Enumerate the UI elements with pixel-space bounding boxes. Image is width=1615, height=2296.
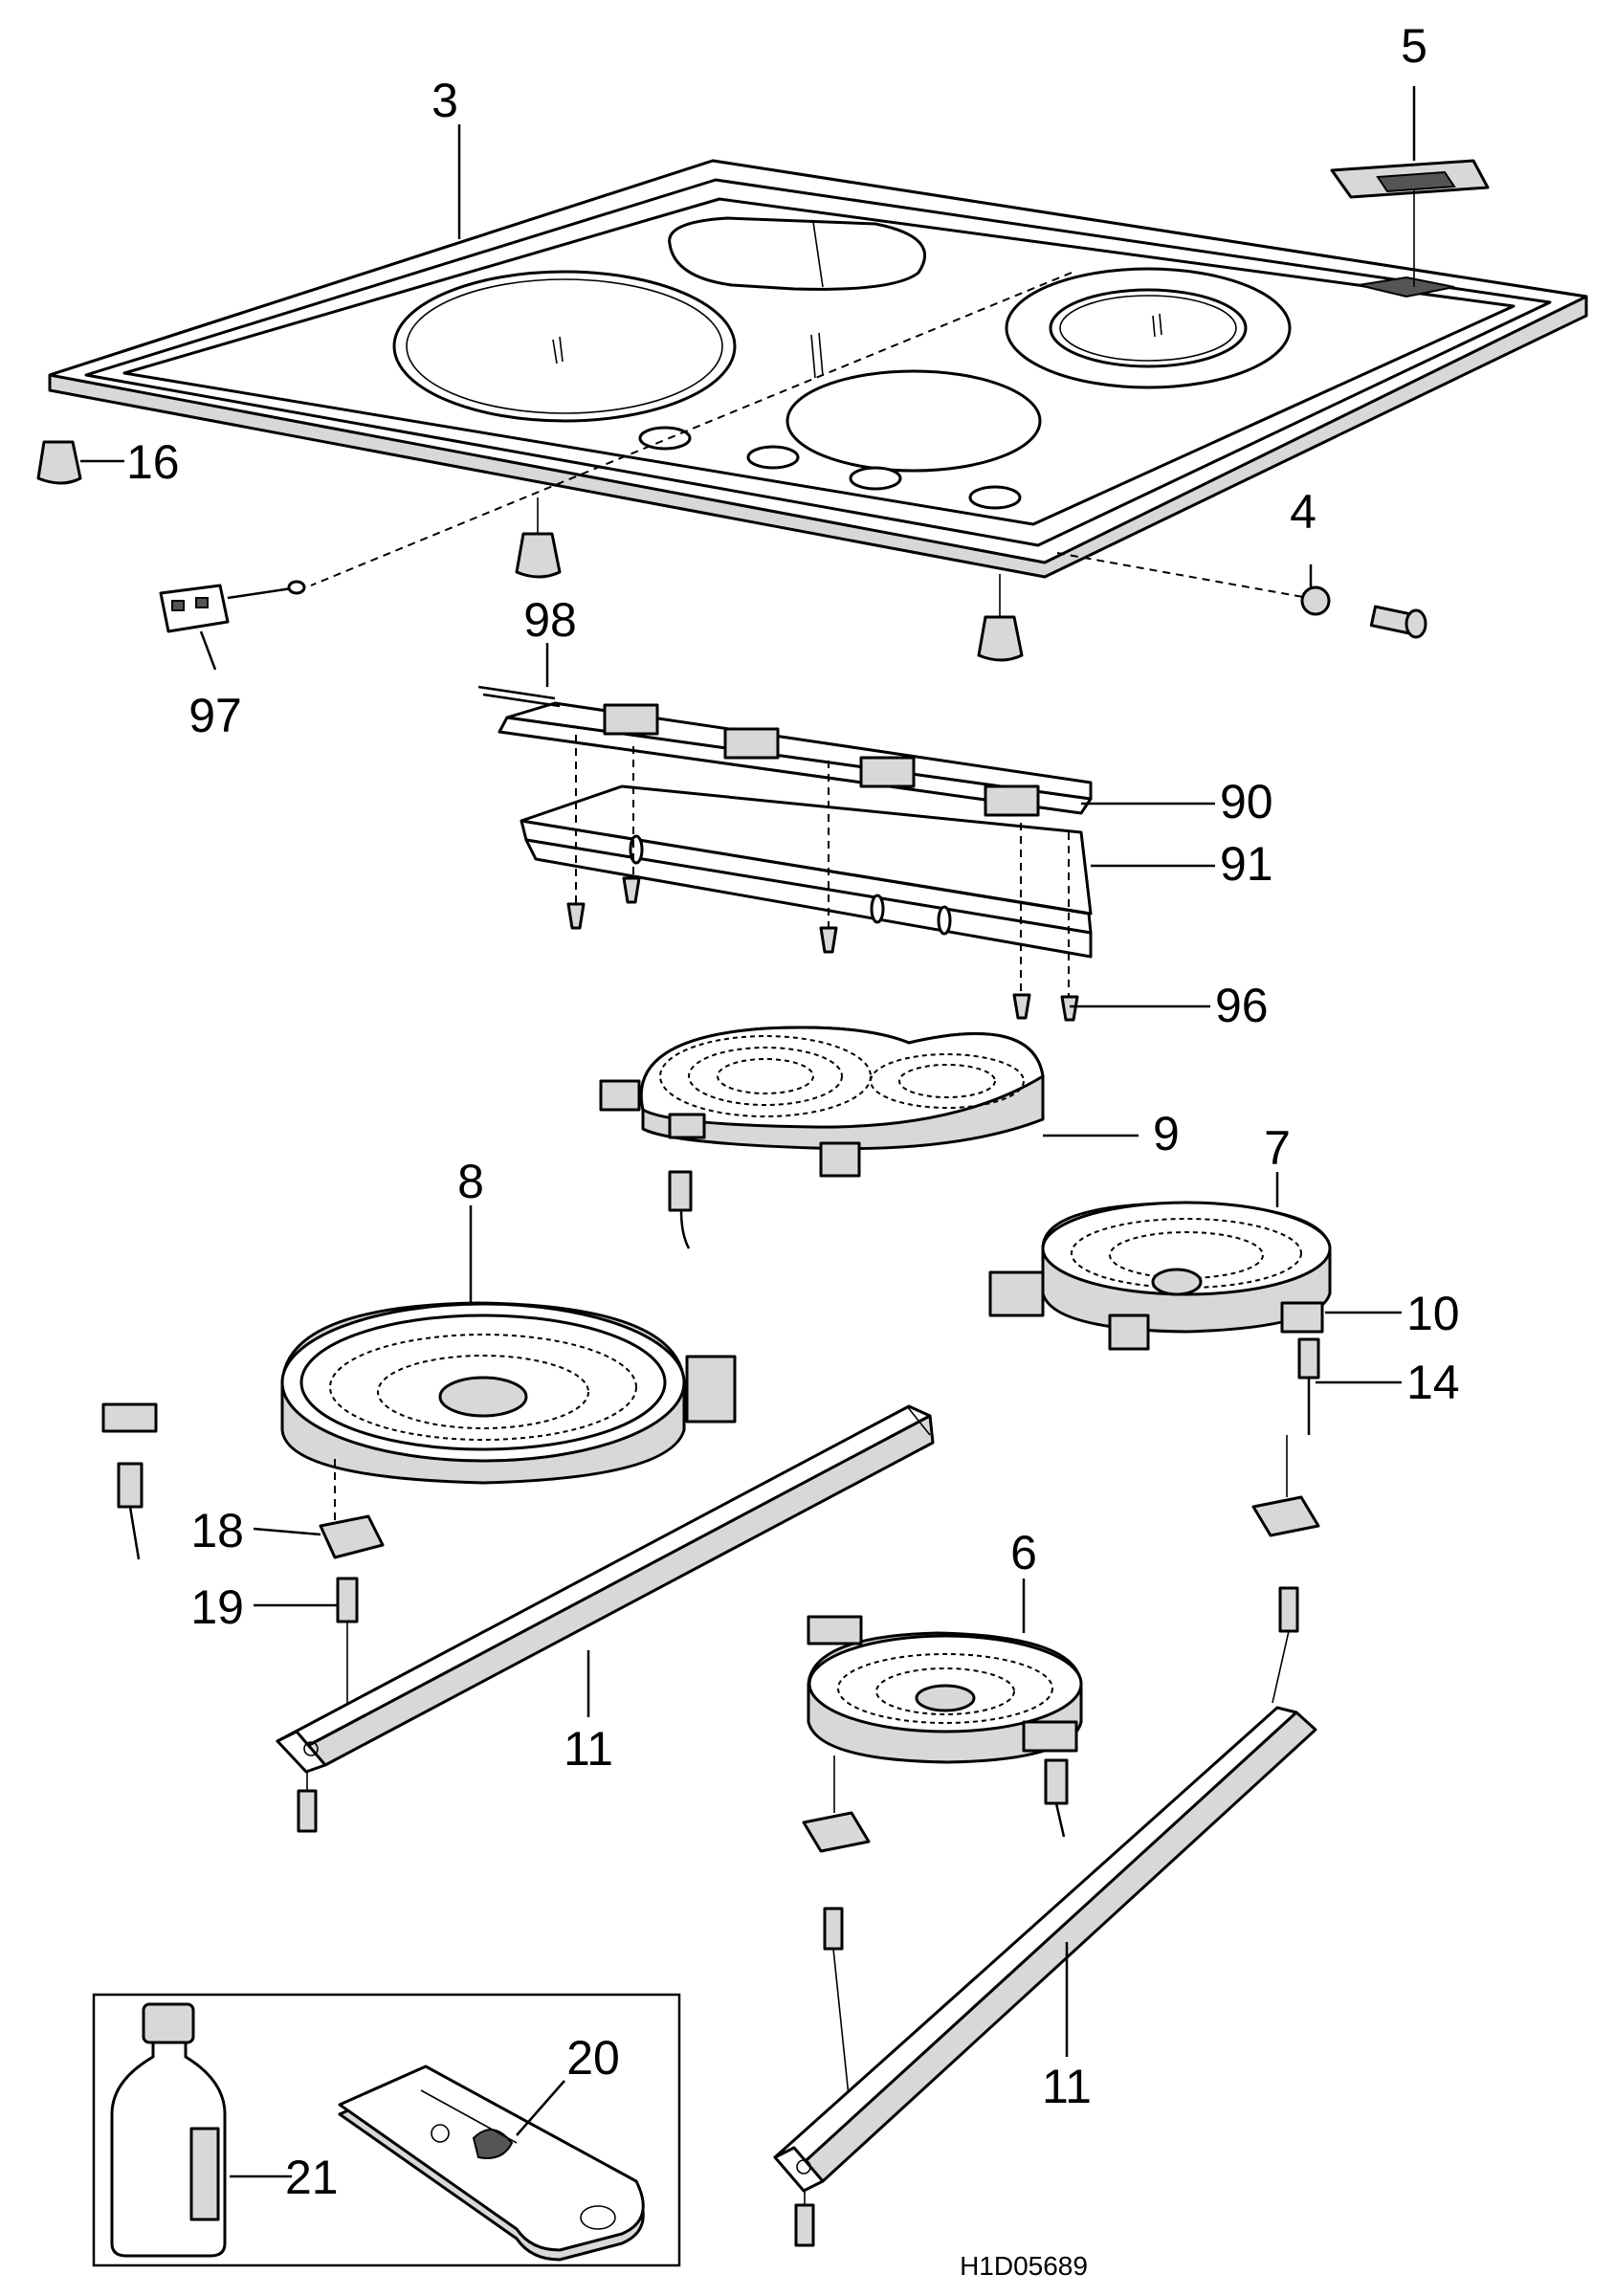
callout-91: 91: [1220, 837, 1273, 891]
callout-3: 3: [431, 74, 458, 127]
callout-96: 96: [1215, 979, 1269, 1032]
control-board-assembly: [477, 685, 1093, 1022]
small-heating-element: [807, 1615, 1083, 1838]
callout-labels: 3 5 16 4 97 98 90 91 96 9 7 8 10 14 18 1…: [126, 19, 1460, 2281]
large-heating-element-left: [101, 1301, 737, 1560]
callout-90: 90: [1220, 775, 1273, 828]
element-clip-left: [319, 1459, 385, 1712]
leader-lines: [80, 86, 1416, 2178]
callout-97: 97: [188, 689, 242, 742]
callout-21: 21: [285, 2151, 339, 2204]
callout-7: 7: [1264, 1121, 1291, 1175]
element-clip-lower: [802, 1755, 871, 2125]
callout-98: 98: [523, 593, 577, 647]
callout-4: 4: [1290, 485, 1316, 539]
callout-6: 6: [1010, 1526, 1037, 1579]
support-rail-right: [773, 1706, 1317, 2247]
callout-5: 5: [1401, 19, 1427, 73]
callout-14: 14: [1406, 1356, 1460, 1409]
callout-9: 9: [1153, 1107, 1180, 1160]
callout-18: 18: [190, 1504, 244, 1557]
cooktop-glass-panel: [48, 159, 1588, 586]
callout-10: 10: [1406, 1287, 1460, 1340]
callout-8: 8: [457, 1155, 484, 1208]
callout-11-right: 11: [1042, 2060, 1092, 2113]
switch-cover-part: [1330, 159, 1490, 287]
terminal-connector-part: [159, 580, 306, 633]
callout-20: 20: [566, 2031, 620, 2085]
element-clip-right: [1251, 1435, 1320, 1704]
foot-part: [36, 440, 1024, 662]
care-kit-inset: [92, 1993, 681, 2267]
round-heating-element-right: [988, 1201, 1332, 1435]
dual-oval-heating-element: [599, 1026, 1045, 1249]
callout-11-left: 11: [564, 1722, 613, 1776]
support-rail-left: [276, 1404, 935, 1833]
drawing-code: H1D05689: [960, 2251, 1088, 2281]
screw-part: [1056, 552, 1427, 639]
callout-19: 19: [190, 1580, 244, 1634]
callout-16: 16: [126, 435, 180, 489]
